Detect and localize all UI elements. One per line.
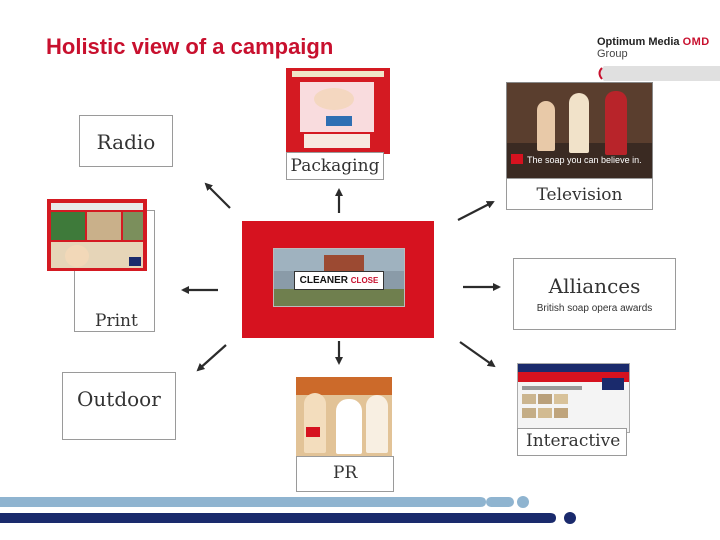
outdoor-box: Outdoor bbox=[62, 372, 176, 440]
pr-image bbox=[296, 377, 392, 456]
alliances-box: Alliances British soap opera awards bbox=[513, 258, 676, 330]
footer-bars bbox=[0, 496, 576, 524]
alliances-label: Alliances bbox=[548, 274, 641, 298]
omd-logo: Optimum Media OMD Group bbox=[597, 36, 710, 60]
pr-label: PR bbox=[333, 463, 358, 483]
television-label: Television bbox=[506, 178, 653, 210]
tv-caption: The soap you can believe in. bbox=[527, 155, 642, 165]
logo-brand: OMD bbox=[682, 36, 710, 48]
logo-line2: Group bbox=[597, 48, 628, 60]
print-label: Print bbox=[95, 311, 138, 331]
packaging-label: Packaging bbox=[286, 152, 384, 180]
packaging-image bbox=[286, 68, 390, 154]
print-image bbox=[47, 199, 147, 271]
interactive-box: Interactive bbox=[517, 428, 627, 456]
logo-swoosh bbox=[598, 66, 720, 81]
alliances-subtitle: British soap opera awards bbox=[536, 303, 653, 314]
arrow-to-radio bbox=[204, 182, 231, 209]
street-sign: CLEANER CLOSE bbox=[294, 271, 384, 290]
arrow-to-outdoor bbox=[196, 344, 227, 372]
interactive-image bbox=[517, 363, 630, 433]
pr-box: PR bbox=[296, 456, 394, 492]
street-sign-photo: CLEANER CLOSE bbox=[273, 248, 405, 307]
outdoor-label: Outdoor bbox=[77, 387, 161, 411]
slide-title: Holistic view of a campaign bbox=[46, 34, 334, 59]
logo-line1: Optimum Media bbox=[597, 36, 680, 48]
arrow-to-interactive bbox=[459, 341, 496, 368]
interactive-label: Interactive bbox=[526, 431, 621, 451]
radio-label: Radio bbox=[79, 115, 173, 167]
arrow-to-television bbox=[457, 201, 495, 221]
